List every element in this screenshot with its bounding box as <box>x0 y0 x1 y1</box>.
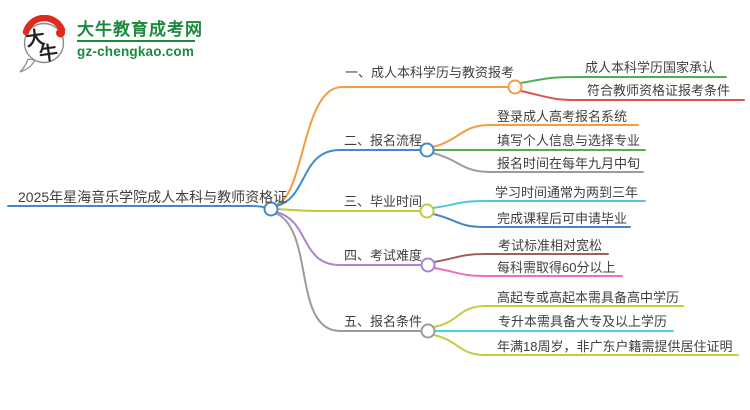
branch-4-child-2-line <box>433 267 623 277</box>
root-node-circle <box>263 201 279 217</box>
branch-3-child-1-label: 学习时间通常为两到三年 <box>495 185 639 200</box>
speech-bubble <box>23 22 65 64</box>
branch-2-node-circle <box>419 142 435 158</box>
branch-5-node-circle <box>420 323 436 339</box>
branch-3-label: 三、毕业时间 <box>344 194 423 209</box>
root-node-label: 2025年星海音乐学院成人本科与教师资格证 <box>18 189 288 205</box>
branch-4-child-1-line <box>433 253 609 263</box>
branch-3-line <box>276 208 421 212</box>
branch-1-child-2-label: 符合教师资格证报考条件 <box>587 83 731 98</box>
branch-5-child-3-label: 年满18周岁，非广东户籍需提供居住证明 <box>497 339 733 354</box>
branch-2-line <box>275 149 421 207</box>
branch-2-child-1-line <box>432 124 639 148</box>
branch-2-child-3-line <box>432 152 644 173</box>
branch-5-child-1-line <box>433 305 684 328</box>
branch-1-child-1-label: 成人本科学历国家承认 <box>585 60 716 75</box>
branch-3-child-1-line <box>432 200 646 209</box>
branch-2-label: 二、报名流程 <box>344 133 423 148</box>
branch-1-line <box>275 86 509 206</box>
branch-5-line <box>274 212 422 332</box>
branch-2-child-3-label: 报名时间在每年九月中旬 <box>497 156 641 171</box>
root-underline <box>7 205 267 209</box>
branch-1-child-1-line <box>520 76 727 84</box>
branch-4-child-2-label: 每科需取得60分以上 <box>497 260 616 275</box>
logo-char-2: 牛 <box>38 41 60 66</box>
branch-3-child-2-label: 完成课程后可申请毕业 <box>497 211 628 226</box>
red-seal <box>56 28 65 38</box>
branch-1-label: 一、成人本科学历与教资报考 <box>345 65 515 80</box>
red-crescent <box>22 15 66 36</box>
logo-char-1: 大 <box>24 26 46 51</box>
branch-3-child-2-line <box>432 213 631 228</box>
branch-2-child-2-label: 填写个人信息与选择专业 <box>497 133 641 148</box>
logo-text-block: 大牛教育成考网 gz-chengkao.com <box>77 20 203 59</box>
branch-5-child-2-label: 专升本需具备大专及以上学历 <box>498 314 668 329</box>
logo-divider <box>77 40 195 42</box>
branch-4-child-1-label: 考试标准相对宽松 <box>498 238 603 253</box>
branch-5-child-3-line <box>433 334 739 356</box>
site-title: 大牛教育成考网 <box>77 20 203 39</box>
branch-5-label: 五、报名条件 <box>344 314 423 329</box>
site-domain: gz-chengkao.com <box>77 44 195 59</box>
logo-mark: 大 牛 <box>19 15 66 73</box>
branch-4-node-circle <box>420 257 436 273</box>
branch-2-child-1-label: 登录成人高考报名系统 <box>497 109 628 124</box>
branch-1-child-2-line <box>520 90 745 101</box>
branch-4-label: 四、考试难度 <box>344 248 423 263</box>
speech-bubble-tail <box>19 58 36 73</box>
branch-5-child-1-label: 高起专或高起本需具备高中学历 <box>497 290 680 305</box>
branch-1-node-circle <box>507 79 523 95</box>
branch-3-node-circle <box>419 203 435 219</box>
branch-4-line <box>275 211 422 266</box>
site-logo: 大 牛 大牛教育成考网 gz-chengkao.com <box>18 15 203 73</box>
